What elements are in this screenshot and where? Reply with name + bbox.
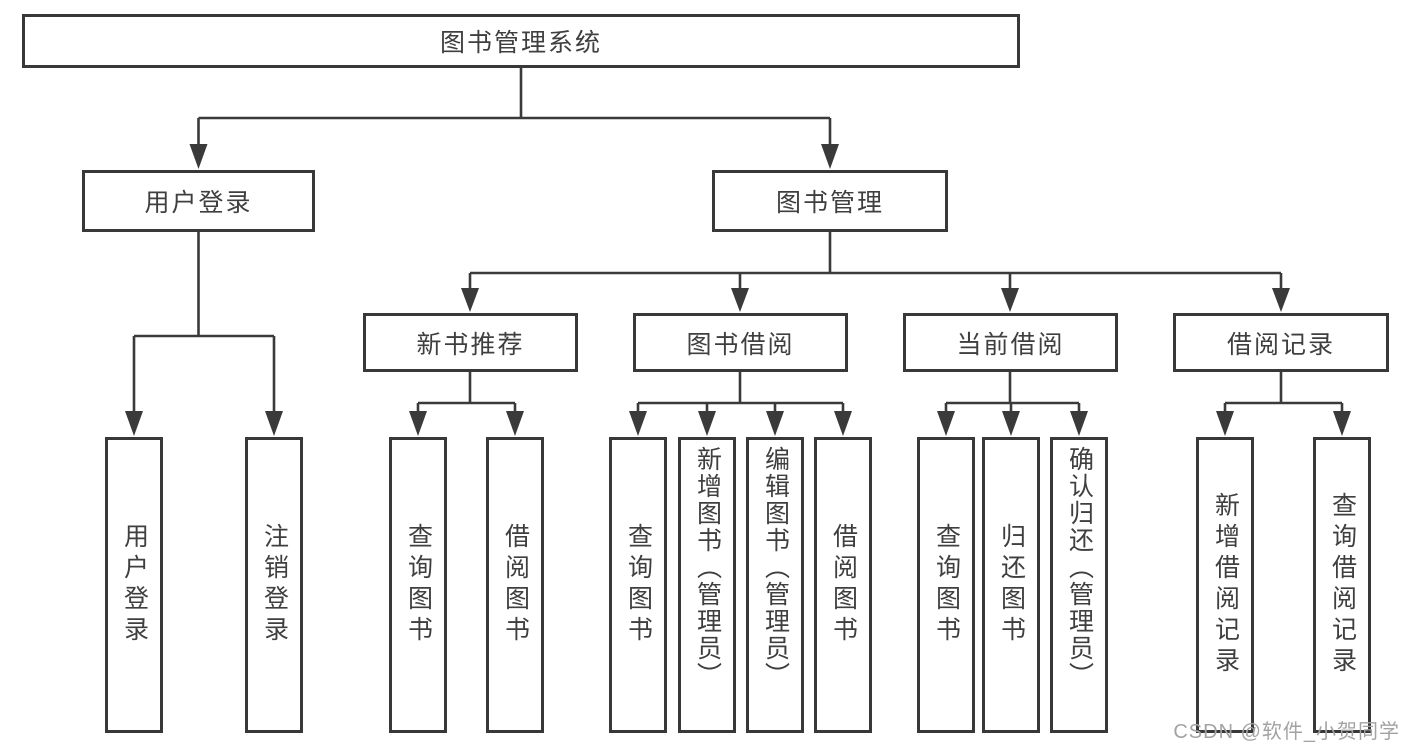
- leaf-query-borrow-record: 查询借阅记录: [1313, 437, 1371, 733]
- edges-current-borrow-to-leaves: [937, 372, 1088, 436]
- leaf-add-books-admin: 新增图书（管理员）: [678, 437, 736, 733]
- edges-user-login-to-leaves: [125, 232, 283, 436]
- leaf-borrow-books: 借阅图书: [814, 437, 872, 733]
- node-label: 借阅图书: [501, 523, 530, 647]
- edges-new-book-recommend-to-leaves: [409, 372, 524, 436]
- leaf-confirm-return-admin: 确认归还（管理员）: [1050, 437, 1108, 733]
- leaf-edit-books-admin: 编辑图书（管理员）: [746, 437, 804, 733]
- leaf-query-books-recommend: 查询图书: [389, 437, 447, 733]
- node-new-book-recommend: 新书推荐: [363, 313, 578, 372]
- edges-borrow-records-to-leaves: [1216, 372, 1351, 436]
- node-label: 查询借阅记录: [1328, 492, 1357, 678]
- node-label: 借阅记录: [1226, 330, 1335, 359]
- node-book-borrow: 图书借阅: [633, 313, 848, 372]
- node-label: 新书推荐: [416, 330, 525, 359]
- node-label: 当前借阅: [956, 330, 1065, 359]
- leaf-logout: 注销登录: [245, 437, 303, 733]
- edges-root-to-level2: [189, 68, 839, 169]
- node-label: 新增图书（管理员）: [693, 446, 722, 689]
- leaf-user-login: 用户登录: [105, 437, 163, 733]
- node-label: 注销登录: [260, 523, 289, 647]
- node-label: 查询图书: [932, 523, 961, 647]
- node-label: 图书管理系统: [439, 29, 602, 57]
- leaf-query-books-current: 查询图书: [917, 437, 975, 733]
- node-library-management-system: 图书管理系统: [22, 14, 1020, 68]
- node-borrow-records: 借阅记录: [1173, 313, 1389, 372]
- node-label: 借阅图书: [829, 523, 858, 647]
- leaf-query-books-borrow: 查询图书: [609, 437, 667, 733]
- node-label: 新增借阅记录: [1211, 492, 1240, 678]
- node-label: 归还图书: [997, 523, 1026, 647]
- node-label: 查询图书: [404, 523, 433, 647]
- node-label: 编辑图书（管理员）: [761, 446, 790, 689]
- leaf-add-borrow-record: 新增借阅记录: [1196, 437, 1254, 733]
- node-current-borrow: 当前借阅: [903, 313, 1118, 372]
- csdn-watermark: CSDN @软件_小贺同学: [1173, 721, 1400, 743]
- node-label: 图书借阅: [686, 330, 795, 359]
- leaf-borrow-books-recommend: 借阅图书: [486, 437, 544, 733]
- leaf-return-books: 归还图书: [982, 437, 1040, 733]
- node-label: 确认归还（管理员）: [1065, 446, 1094, 689]
- node-book-management: 图书管理: [712, 170, 948, 232]
- node-label: 查询图书: [624, 523, 653, 647]
- edges-book-borrow-to-leaves: [629, 372, 852, 436]
- edges-book-management-to-level3: [461, 232, 1290, 312]
- node-label: 用户登录: [144, 189, 253, 217]
- node-label: 图书管理: [775, 189, 884, 217]
- node-label: 用户登录: [120, 523, 149, 647]
- node-user-login: 用户登录: [82, 170, 315, 232]
